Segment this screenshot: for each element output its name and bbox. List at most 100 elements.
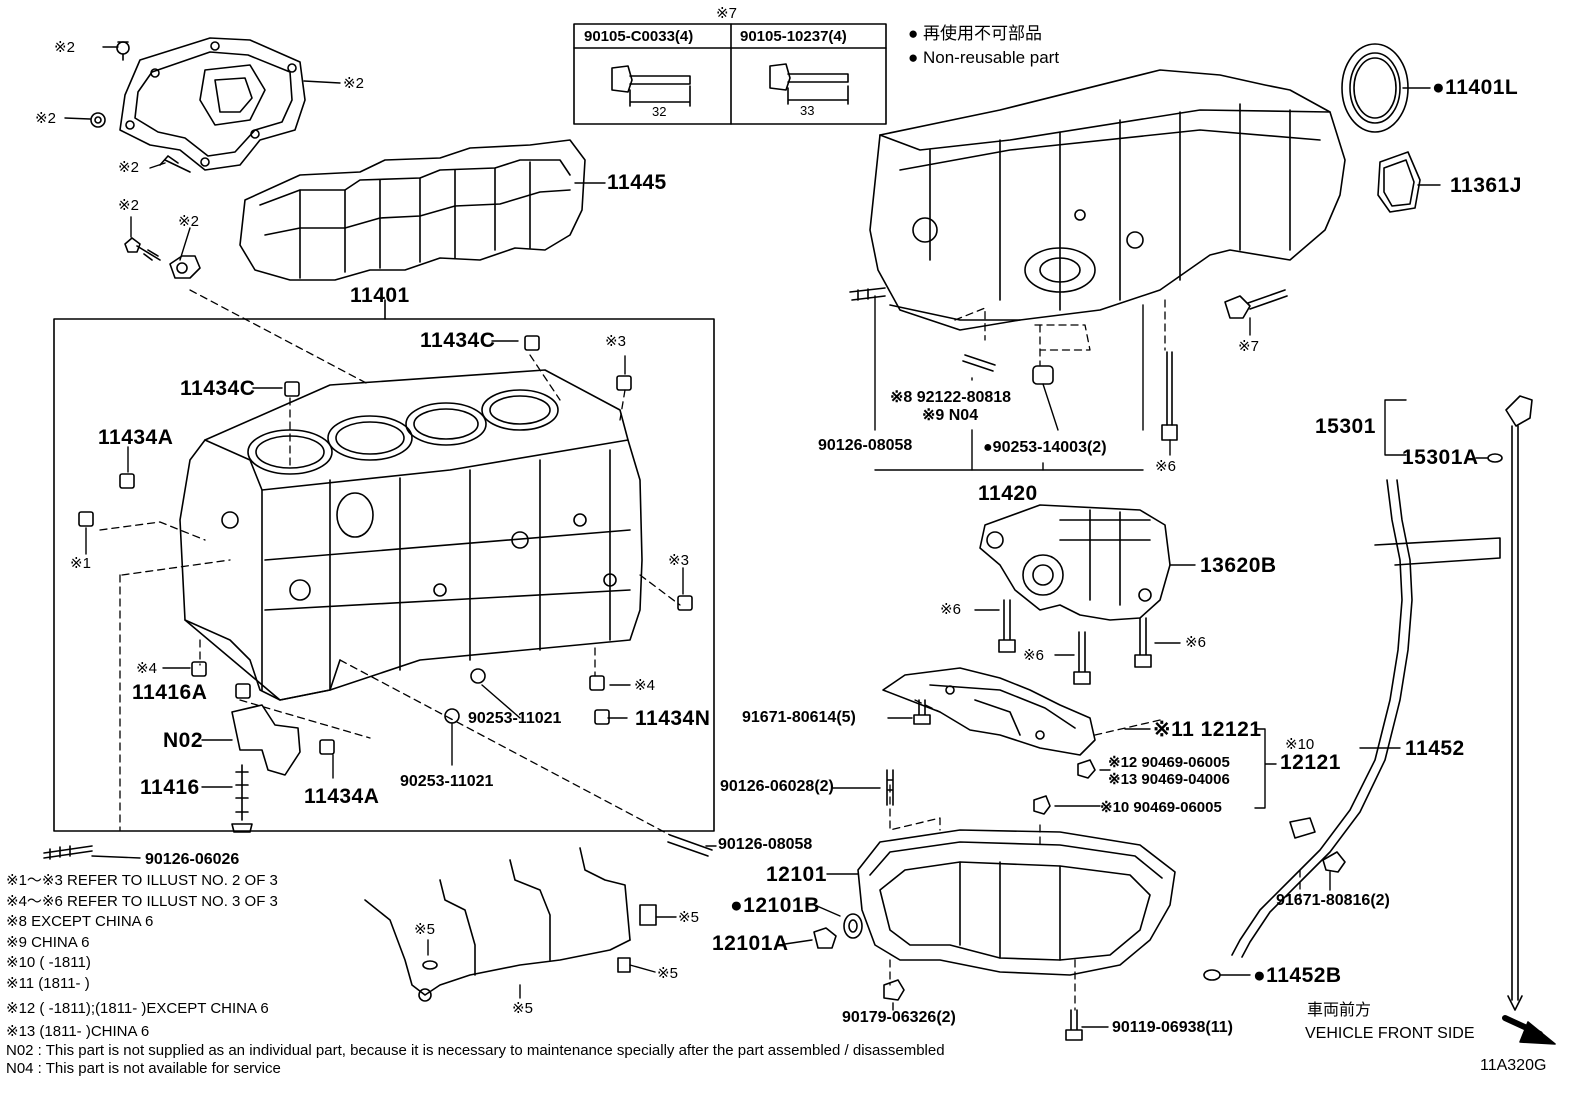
oil-jet-pipe-drawing xyxy=(364,847,657,1002)
part-13620B[interactable]: 13620B xyxy=(1200,554,1277,577)
table-dim2: 33 xyxy=(800,103,815,118)
ref-mark-3: ※3 xyxy=(668,552,689,569)
part-91671-80816[interactable]: 91671-80816(2) xyxy=(1276,892,1390,909)
part-90253-11021[interactable]: 90253-11021 xyxy=(468,710,562,727)
ref-mark-5: ※5 xyxy=(414,921,435,938)
cylinder-block-drawing xyxy=(179,369,643,701)
table-col1-part[interactable]: 90105-C0033(4) xyxy=(584,28,694,45)
ref-mark-2: ※2 xyxy=(35,110,56,127)
part-91671-80614[interactable]: 91671-80614(5) xyxy=(742,709,856,726)
ref-mark-3: ※3 xyxy=(605,333,626,350)
o-ring-11452B-drawing xyxy=(1203,969,1221,981)
bolt-90179-drawing xyxy=(883,979,905,1001)
ref-mark-1: ※1 xyxy=(70,555,91,572)
part-12101A[interactable]: 12101A xyxy=(712,932,789,955)
ref-mark-2: ※2 xyxy=(118,197,139,214)
part-15301A[interactable]: 15301A xyxy=(1402,446,1479,469)
ring-90253-drawing xyxy=(1032,365,1054,385)
leader-lines xyxy=(64,46,1488,1028)
ref-mark-6: ※6 xyxy=(1023,647,1044,664)
part-12121[interactable]: ※11 12121 xyxy=(1153,718,1262,741)
part-90469-06005[interactable]: ※10 90469-06005 xyxy=(1100,799,1222,816)
bolt-7-drawing xyxy=(1224,289,1288,319)
ref-mark-2: ※2 xyxy=(118,159,139,176)
stud-drawings xyxy=(43,287,996,860)
ref-mark-5: ※5 xyxy=(678,909,699,926)
part-90119-06938[interactable]: 90119-06938(11) xyxy=(1112,1019,1233,1036)
note-line: ※11 (1811- ) xyxy=(6,975,90,992)
part-11445[interactable]: 11445 xyxy=(607,171,667,194)
bolt-6-long-drawing xyxy=(1161,351,1178,441)
part-11416[interactable]: 11416 xyxy=(140,776,200,799)
table-col2-part[interactable]: 90105-10237(4) xyxy=(740,28,847,45)
part-11434N[interactable]: 11434N xyxy=(635,707,711,730)
dipstick-guide-11452-drawing xyxy=(1231,479,1501,958)
bolt-drawings-left xyxy=(90,41,201,279)
note-line: ※1～※3 REFER TO ILLUST NO. 2 OF 3 xyxy=(6,872,278,889)
part-90126-06026[interactable]: 90126-06026 xyxy=(145,851,240,868)
part-90126-08058[interactable]: 90126-08058 xyxy=(818,437,913,454)
part-90253-11021[interactable]: 90253-11021 xyxy=(400,773,494,790)
part-90469-06005[interactable]: ※12 90469-06005 xyxy=(1108,754,1230,771)
ref-mark-10: ※10 xyxy=(1285,736,1315,753)
ref-mark-7: ※7 xyxy=(1238,338,1259,355)
part-15301[interactable]: 15301 xyxy=(1315,415,1376,438)
bolt-6-drawings xyxy=(998,599,1152,685)
part-11401[interactable]: 11401 xyxy=(350,284,410,307)
part-12101B[interactable]: ●12101B xyxy=(730,894,820,917)
part-11416A[interactable]: 11416A xyxy=(132,681,208,704)
note-line: ※10 ( -1811) xyxy=(6,954,91,971)
part-11361J[interactable]: 11361J xyxy=(1450,174,1522,197)
oil-pan-12101-drawing xyxy=(857,829,1176,976)
ref-mark-4: ※4 xyxy=(136,660,157,677)
part-11434A[interactable]: 11434A xyxy=(304,785,380,808)
ref-mark-2: ※2 xyxy=(343,75,364,92)
part-90126-08058[interactable]: 90126-08058 xyxy=(718,836,813,853)
part-11434A[interactable]: 11434A xyxy=(98,426,174,449)
note-line: N02 : This part is not supplied as an in… xyxy=(6,1042,945,1059)
part-90126-06028[interactable]: 90126-06028(2) xyxy=(720,778,834,795)
cover-11361J-drawing xyxy=(1377,151,1421,213)
note-line: ※12 ( -1811);(1811- )EXCEPT CHINA 6 xyxy=(6,1000,269,1017)
part-11434C[interactable]: 11434C xyxy=(180,377,256,400)
drain-plug-12101A-drawing xyxy=(813,913,863,949)
oil-seal-11401L-drawing xyxy=(1341,43,1409,133)
part-90179-06326[interactable]: 90179-06326(2) xyxy=(842,1009,956,1026)
part-12101[interactable]: 12101 xyxy=(766,863,827,886)
part-11452[interactable]: 11452 xyxy=(1405,737,1465,760)
dipstick-15301-drawing xyxy=(1487,395,1533,1011)
part-11452B[interactable]: ●11452B xyxy=(1253,964,1342,987)
part-11401L[interactable]: ●11401L xyxy=(1432,76,1519,99)
note-line: ※8 EXCEPT CHINA 6 xyxy=(6,913,154,930)
ref-mark-6: ※6 xyxy=(1155,458,1176,475)
ref-mark-6: ※6 xyxy=(1185,634,1206,651)
note-line: ※9 CHINA 6 xyxy=(6,934,90,951)
part-11420[interactable]: 11420 xyxy=(978,482,1038,505)
part-12121[interactable]: 12121 xyxy=(1280,751,1341,774)
part-92122-80818[interactable]: ※8 92122-80818 xyxy=(890,389,1012,406)
part-11434C[interactable]: 11434C xyxy=(420,329,496,352)
bolt-table-drawing xyxy=(573,23,887,125)
part-90469-04006[interactable]: ※13 90469-04006 xyxy=(1108,771,1230,788)
part-90253-14003[interactable]: ●90253-14003(2) xyxy=(983,439,1107,456)
note-line: ※4～※6 REFER TO ILLUST NO. 3 OF 3 xyxy=(6,893,278,910)
bolt-91671-80614-drawing xyxy=(913,699,931,725)
ref-mark-5: ※5 xyxy=(512,1000,533,1017)
part-N04[interactable]: ※9 N04 xyxy=(922,407,979,424)
table-ref-mark: ※7 xyxy=(716,5,737,22)
dowel-pin-drawings xyxy=(78,335,693,755)
cylinder-block-group-box xyxy=(53,318,715,832)
side-cover-drawing xyxy=(119,37,306,171)
ref-mark-2: ※2 xyxy=(178,213,199,230)
note-line: ※13 (1811- )CHINA 6 xyxy=(6,1023,150,1040)
ref-mark-6: ※6 xyxy=(940,601,961,618)
part-N02[interactable]: N02 xyxy=(163,729,204,752)
bolt-91671-80816-drawing xyxy=(1322,851,1346,873)
insulator-11445-drawing xyxy=(239,139,586,281)
bearing-cap-N02-drawing xyxy=(231,704,301,833)
legend-jp: ● 再使用不可部品 xyxy=(908,24,1042,43)
legend-en: ● Non-reusable part xyxy=(908,48,1060,67)
bolt-90119-drawing xyxy=(1065,1009,1083,1041)
ref-mark-4: ※4 xyxy=(634,677,655,694)
